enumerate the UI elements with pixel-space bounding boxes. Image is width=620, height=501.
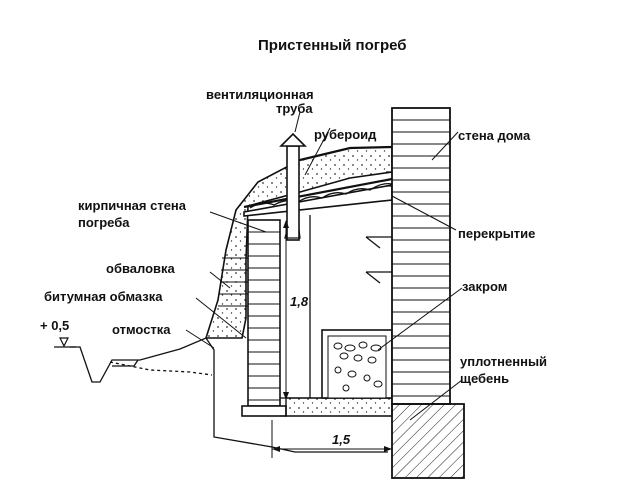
height-dimension-label: 1,8 [290,294,309,309]
shelves [365,236,392,284]
label-ventilation-pipe-1: вентиляционная [206,87,314,102]
label-ventilation-pipe-2: труба [276,101,313,116]
label-brick-wall-2: погреба [78,215,130,230]
label-brick-wall-1: кирпичная стена [78,198,187,213]
label-compacted-gravel-2: щебень [460,371,509,386]
storage-bin [321,329,393,399]
leader-lines [185,111,463,421]
brick-cellar-wall [241,219,287,417]
label-level-mark: + 0,5 [40,318,69,333]
height-dimension [283,220,289,400]
roof-felt-outer-line [299,145,393,162]
label-ceiling: перекрытие [458,226,535,241]
bitumen-coating-ticks [218,257,248,307]
label-bitumen-coating: битумная обмазка [44,289,163,304]
label-house-wall: стена дома [458,128,531,143]
ventilation-pipe [279,132,307,241]
label-embankment: обваловка [106,261,176,276]
width-dimension [271,420,392,458]
label-blind-area: отмостка [112,322,171,337]
level-mark [54,337,76,348]
house-wall [386,107,465,479]
diagram-title: Пристенный погреб [258,37,407,54]
label-roofing-felt: рубероид [314,127,377,142]
label-bin: закром [462,279,507,294]
label-compacted-gravel-1: уплотненный [460,354,547,369]
width-dimension-label: 1,5 [332,432,351,447]
cellar-interior [280,215,393,417]
